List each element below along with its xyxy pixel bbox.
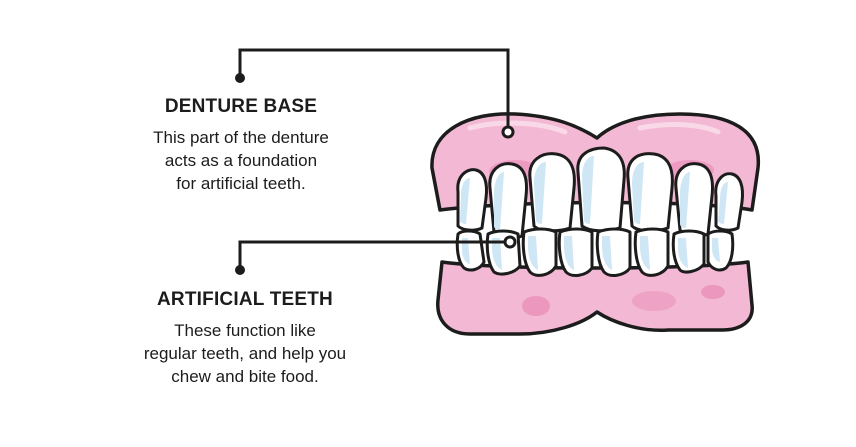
lower-tooth [633, 227, 670, 277]
artificial-teeth-callout: ARTIFICIAL TEETH These function like reg… [110, 289, 380, 388]
lower-gum-accent-3 [701, 285, 725, 299]
denture-base-description: This part of the denture acts as a found… [153, 128, 329, 193]
teeth-leader-end-dot [235, 265, 245, 275]
lower-tooth [671, 229, 706, 274]
lower-tooth [485, 229, 522, 276]
upper-gum-highlight [467, 120, 568, 135]
artificial-teeth-description: These function like regular teeth, and h… [143, 321, 347, 386]
lower-gum-accent [522, 296, 550, 316]
lower-gum-accent-2 [632, 291, 676, 311]
lower-tooth [521, 227, 558, 277]
lower-gum [436, 260, 754, 336]
base-leader-line [238, 48, 510, 128]
teeth-leader-line [238, 240, 508, 270]
lower-tooth [595, 227, 632, 277]
teeth-leader-target-dot [503, 235, 517, 249]
lower-teeth-shadows [462, 236, 720, 270]
base-leader-end-dot [235, 73, 245, 83]
callout-lines [238, 48, 510, 270]
lower-tooth [706, 229, 735, 272]
upper-gum-highlight-2 [637, 122, 721, 135]
lower-tooth [455, 229, 486, 272]
lower-tooth [557, 227, 594, 277]
artificial-teeth-title: ARTIFICIAL TEETH [157, 289, 333, 310]
denture-base-title: DENTURE BASE [164, 96, 318, 117]
upper-teeth-shadows [460, 156, 728, 230]
base-leader-target-dot [501, 125, 515, 139]
denture-base-callout: DENTURE BASE This part of the denture ac… [121, 96, 361, 195]
